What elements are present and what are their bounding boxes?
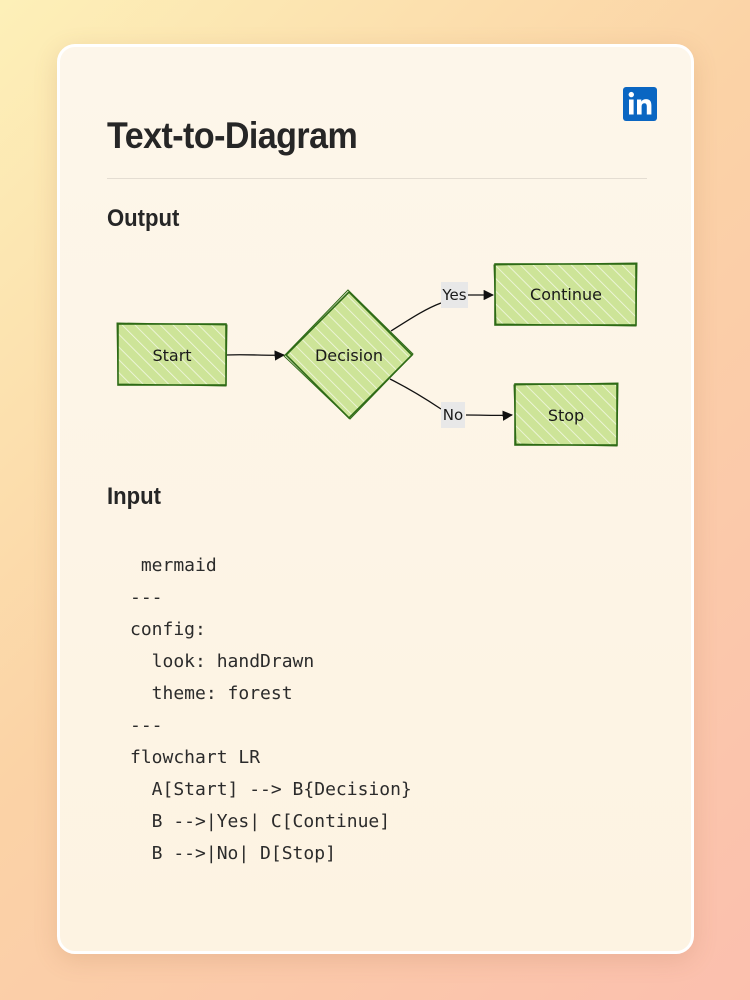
node-stop[interactable]: Stop — [513, 382, 619, 447]
title-divider — [107, 178, 647, 179]
page-title: Text-to-Diagram — [107, 115, 358, 156]
edge-start-decision — [225, 350, 286, 361]
edge-label-yes: Yes — [441, 282, 468, 308]
node-continue[interactable]: Continue — [493, 262, 638, 327]
node-decision[interactable]: Decision — [283, 289, 414, 420]
code-block: mermaid --- config: look: handDrawn them… — [130, 550, 412, 870]
linkedin-icon[interactable] — [623, 87, 657, 121]
node-continue-label: Continue — [530, 285, 602, 304]
code-line: --- — [130, 587, 163, 608]
code-line: look: handDrawn — [130, 651, 315, 672]
input-heading: Input — [107, 483, 161, 510]
edge-label-no: No — [441, 402, 465, 428]
code-line: theme: forest — [130, 683, 293, 704]
output-heading: Output — [107, 205, 180, 232]
code-line: B -->|Yes| C[Continue] — [130, 811, 391, 832]
code-line: --- — [130, 715, 163, 736]
edge-decision-continue — [390, 302, 442, 332]
node-decision-label: Decision — [315, 346, 383, 365]
diagram-card: Text-to-Diagram Output Start — [57, 44, 694, 954]
node-start[interactable]: Start — [116, 322, 228, 387]
code-line: mermaid — [130, 555, 217, 576]
node-start-label: Start — [152, 346, 191, 365]
edge-decision-stop — [389, 378, 442, 410]
code-line: B -->|No| D[Stop] — [130, 843, 336, 864]
flowchart-diagram: Start Decision Continue Stop Yes N — [116, 262, 638, 447]
edge-label-no-text: No — [443, 406, 463, 424]
code-line: config: — [130, 619, 206, 640]
code-line: A[Start] --> B{Decision} — [130, 779, 412, 800]
node-stop-label: Stop — [548, 406, 584, 425]
code-line: flowchart LR — [130, 747, 261, 768]
edge-label-yes-text: Yes — [441, 286, 466, 304]
